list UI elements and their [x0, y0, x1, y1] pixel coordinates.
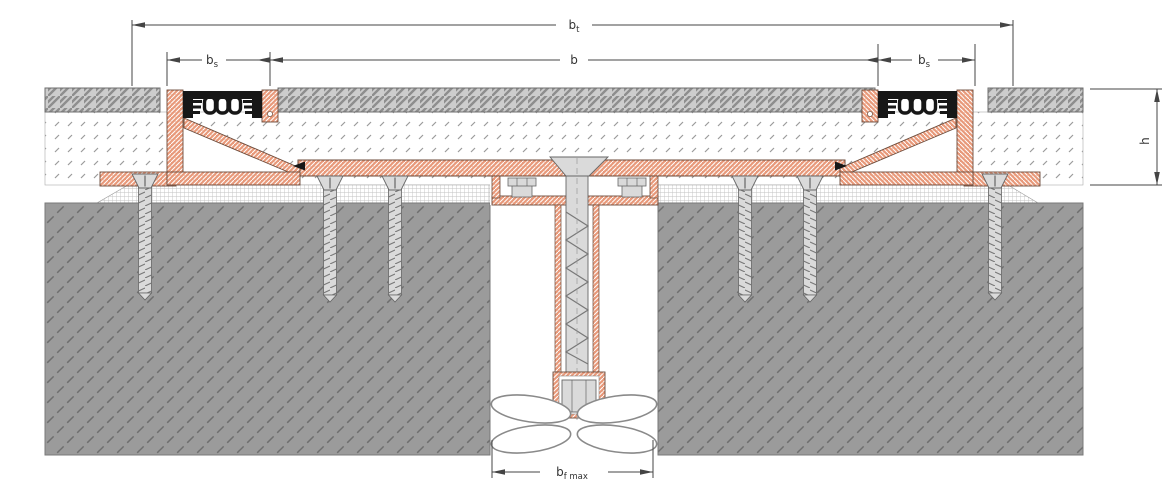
expansion-gap — [489, 203, 659, 455]
dimension-label-bs-right: bs — [918, 53, 931, 70]
dimension-label-h: h — [1138, 137, 1152, 145]
channel-wall-right — [649, 175, 659, 199]
tile-layer-right — [987, 87, 1084, 113]
dimension-arrows — [132, 22, 1160, 475]
tile-layer-left — [44, 87, 161, 113]
spring-anchor-loops — [490, 394, 658, 454]
channel-wall-left — [491, 175, 501, 199]
adjusting-bolt-right — [617, 177, 647, 198]
tile-layer-center — [277, 87, 876, 113]
countersunk-head — [549, 156, 610, 177]
concrete-slab-right — [657, 202, 1084, 456]
concrete-slab-left — [44, 202, 491, 456]
dimension-label-bs-left: bs — [206, 53, 219, 70]
center-rail-assembly — [297, 156, 846, 454]
dimension-label-b: b — [570, 53, 578, 67]
adjusting-bolt-left — [507, 177, 537, 198]
dimension-label-bf-max: bf max — [556, 465, 588, 482]
dimension-label-bt: bt — [569, 18, 581, 35]
mortar-bed-left — [95, 184, 491, 204]
mortar-bed-right — [657, 184, 1040, 204]
